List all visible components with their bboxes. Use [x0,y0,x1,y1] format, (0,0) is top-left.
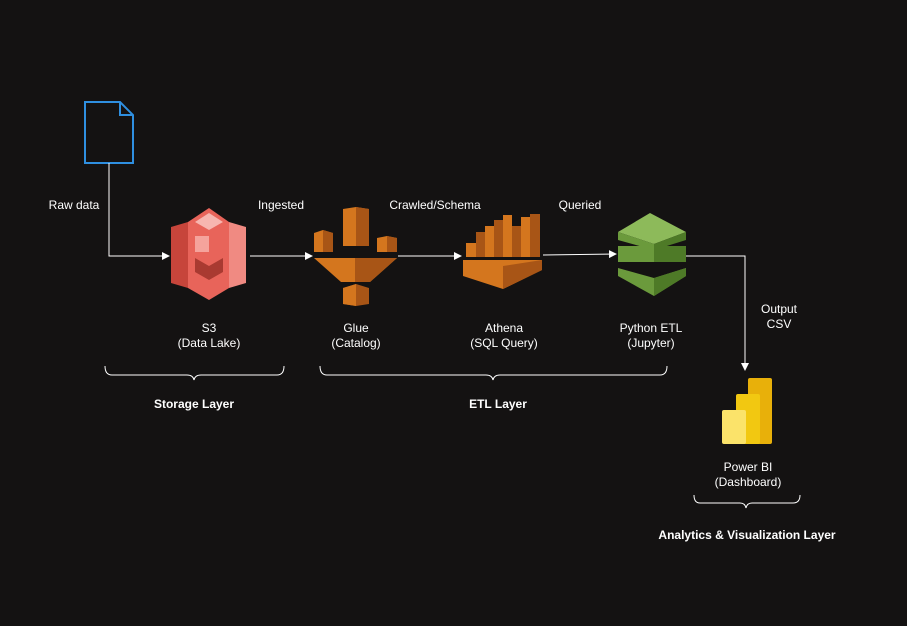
edge-label-queried: Queried [558,198,602,212]
node-subtitle-glue: (Catalog) [331,336,381,350]
edge-label-output: Output CSV [761,302,797,332]
node-label-powerbi: Power BI (Dashboard) [715,460,782,490]
node-subtitle-powerbi: (Dashboard) [714,475,782,489]
edge-label-raw-data: Raw data [48,198,100,212]
edge-label-ingested: Ingested [257,198,305,212]
node-subtitle-python: (Jupyter) [627,336,675,350]
athena-icon [463,214,542,289]
layer-label-analytics: Analytics & Visualization Layer [658,528,836,542]
node-label-s3: S3 (Data Lake) [178,321,241,351]
node-title-s3: S3 [201,321,217,335]
edge-label-crawled: Crawled/Schema [389,198,481,212]
edge-athena-to-python [542,250,617,259]
layer-label-etl: ETL Layer [469,397,527,411]
edge-label-output-line2: CSV [766,317,792,331]
analytics-layer-brace [693,494,801,509]
node-label-athena: Athena (SQL Query) [470,321,538,351]
node-title-python: Python ETL [619,321,683,335]
node-subtitle-athena: (SQL Query) [470,336,538,350]
edge-label-output-line1: Output [760,302,798,316]
document-icon [84,101,134,164]
node-title-athena: Athena [484,321,524,335]
node-label-python: Python ETL (Jupyter) [620,321,683,351]
node-label-glue: Glue (Catalog) [331,321,380,351]
storage-layer-brace [104,365,285,381]
python-etl-icon [618,213,686,296]
glue-icon [314,207,397,306]
node-title-glue: Glue [343,321,369,335]
power-bi-icon [722,378,772,444]
edge-raw-to-s3 [108,163,170,260]
layer-label-storage: Storage Layer [153,397,235,411]
edge-python-to-powerbi [686,255,749,371]
s3-bucket-icon [171,208,246,300]
node-subtitle-s3: (Data Lake) [177,336,241,350]
etl-layer-brace [319,365,668,381]
node-title-powerbi: Power BI [723,460,773,474]
